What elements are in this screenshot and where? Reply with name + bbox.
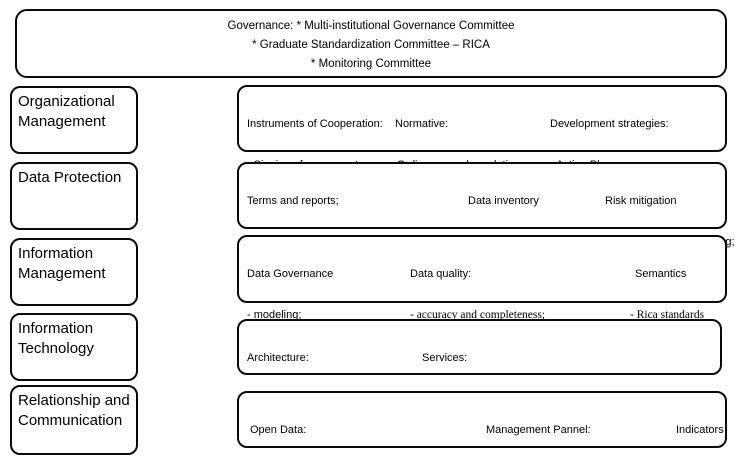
- governance-line-2: * Graduate Standardization Committee – R…: [252, 39, 490, 51]
- column-heading: Management Pannel:: [486, 424, 591, 436]
- column-open-data: Open Data: - Site; - Resource Descriptio…: [245, 397, 505, 464]
- column-management-pannel: Management Pannel: - Sucupira Platform; …: [478, 397, 591, 464]
- category-label: Information Management: [18, 245, 106, 282]
- column-heading: Risk mitigation: [605, 195, 677, 207]
- column-heading: Semantics: [635, 268, 687, 280]
- category-box-relationship-communication: Relationship and Communication: [10, 385, 138, 455]
- category-label: Organizational Management: [18, 93, 115, 130]
- column-heading: Data quality:: [410, 268, 472, 280]
- column-item: - Rica standards: [630, 308, 705, 321]
- category-box-organizational-management: Organizational Management: [10, 86, 138, 154]
- governance-line-3: * Monitoring Committee: [310, 58, 432, 70]
- category-label: Information Technology: [18, 320, 94, 357]
- category-box-data-protection: Data Protection: [10, 162, 138, 230]
- column-item: - modeling;: [247, 308, 302, 321]
- column-semantics: Semantics - Rica standards: [630, 241, 704, 349]
- column-item: - accuracy and completeness;: [410, 308, 546, 321]
- category-box-information-technology: Information Technology: [10, 313, 138, 381]
- category-box-information-management: Information Management: [10, 238, 138, 306]
- column-heading: Terms and reports;: [247, 195, 339, 207]
- column-heading: Services:: [422, 352, 468, 364]
- column-heading: Instruments of Cooperation:: [247, 118, 383, 130]
- column-heading: Indicators: [676, 424, 724, 436]
- column-heading: Data Governance: [247, 268, 334, 280]
- detail-box-data-protection: Terms and reports; - confidentiality ter…: [237, 162, 735, 288]
- column-heading: Development strategies:: [550, 118, 669, 130]
- category-label: Relationship and Communication: [18, 392, 130, 429]
- column-heading: Architecture:: [247, 352, 309, 364]
- detail-box-relationship-communication: Open Data: - Site; - Resource Descriptio…: [237, 391, 727, 448]
- governance-line-1: Governance: * Multi-institutional Govern…: [227, 20, 515, 32]
- column-heading: Data inventory: [468, 195, 539, 207]
- column-indicators: Indicators: [676, 397, 724, 464]
- category-label: Data Protection: [18, 169, 122, 186]
- column-heading: Normative:: [395, 118, 449, 130]
- column-heading: Open Data:: [250, 424, 307, 436]
- detail-box-organizational-management: Instruments of Cooperation: - Signing of…: [237, 85, 727, 252]
- detail-box-information-technology: Architecture: - System integration suppo…: [237, 319, 722, 445]
- detail-box-information-management: Data Governance - modeling; - master dat…: [237, 235, 727, 442]
- governance-committee-box: Governance: * Multi-institutional Govern…: [15, 9, 727, 78]
